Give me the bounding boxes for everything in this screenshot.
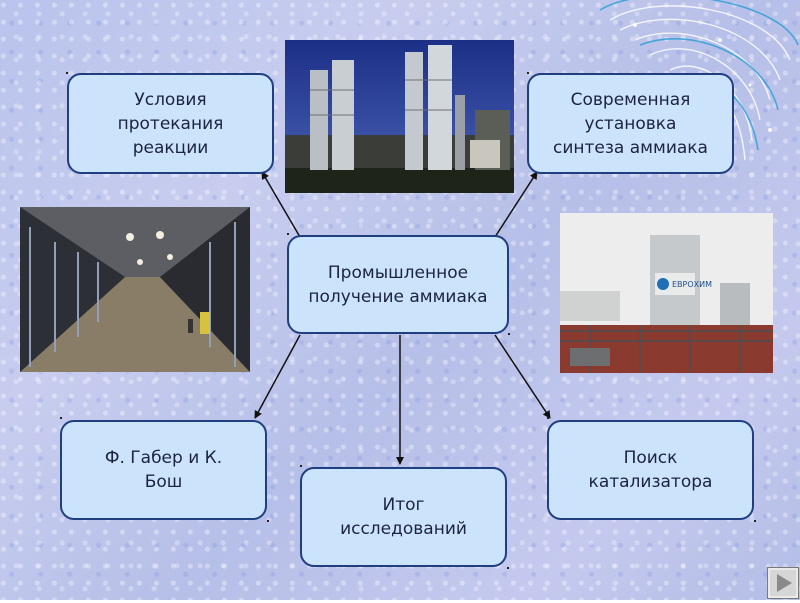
- handle-dot: [508, 333, 510, 335]
- handle-dot: [507, 567, 509, 569]
- node-catalyst: Поиск катализатора: [547, 420, 754, 520]
- arrow-to-haber-bosch: [254, 334, 301, 419]
- node-modern-plant: Современная установка синтеза аммиака: [527, 73, 734, 174]
- handle-dot: [287, 233, 289, 235]
- handle-dot: [547, 417, 549, 419]
- arrow-to-modern-plant: [494, 171, 538, 238]
- node-center: Промышленное получение аммиака: [287, 235, 509, 334]
- node-modern-plant-label: Современная установка синтеза аммиака: [553, 89, 708, 158]
- node-conditions: Условия протекания реакции: [67, 73, 274, 174]
- node-center-label: Промышленное получение аммиака: [308, 262, 488, 307]
- node-results: Итог исследований: [300, 467, 507, 567]
- handle-dot: [66, 72, 68, 74]
- eurochem-plant-photo: ЕВРОХИМ: [560, 213, 773, 373]
- arrow-to-conditions: [261, 171, 301, 238]
- factory-workshop-photo: [20, 207, 250, 372]
- node-catalyst-label: Поиск катализатора: [588, 448, 713, 492]
- node-haber-bosch-label: Ф. Габер и К. Бош: [104, 448, 223, 492]
- node-results-label: Итог исследований: [340, 495, 467, 539]
- next-slide-arrow-icon: [767, 567, 799, 599]
- node-conditions-label: Условия протекания реакции: [117, 89, 224, 158]
- next-slide-button[interactable]: [767, 567, 799, 599]
- handle-dot: [754, 520, 756, 522]
- handle-dot: [300, 465, 302, 467]
- handle-dot: [527, 72, 529, 74]
- handle-dot: [60, 417, 62, 419]
- eurochem-logo: ЕВРОХИМ: [672, 280, 712, 289]
- refinery-towers-photo: [285, 40, 514, 193]
- arrow-to-catalyst: [494, 334, 551, 419]
- handle-dot: [267, 520, 269, 522]
- node-haber-bosch: Ф. Габер и К. Бош: [60, 420, 267, 520]
